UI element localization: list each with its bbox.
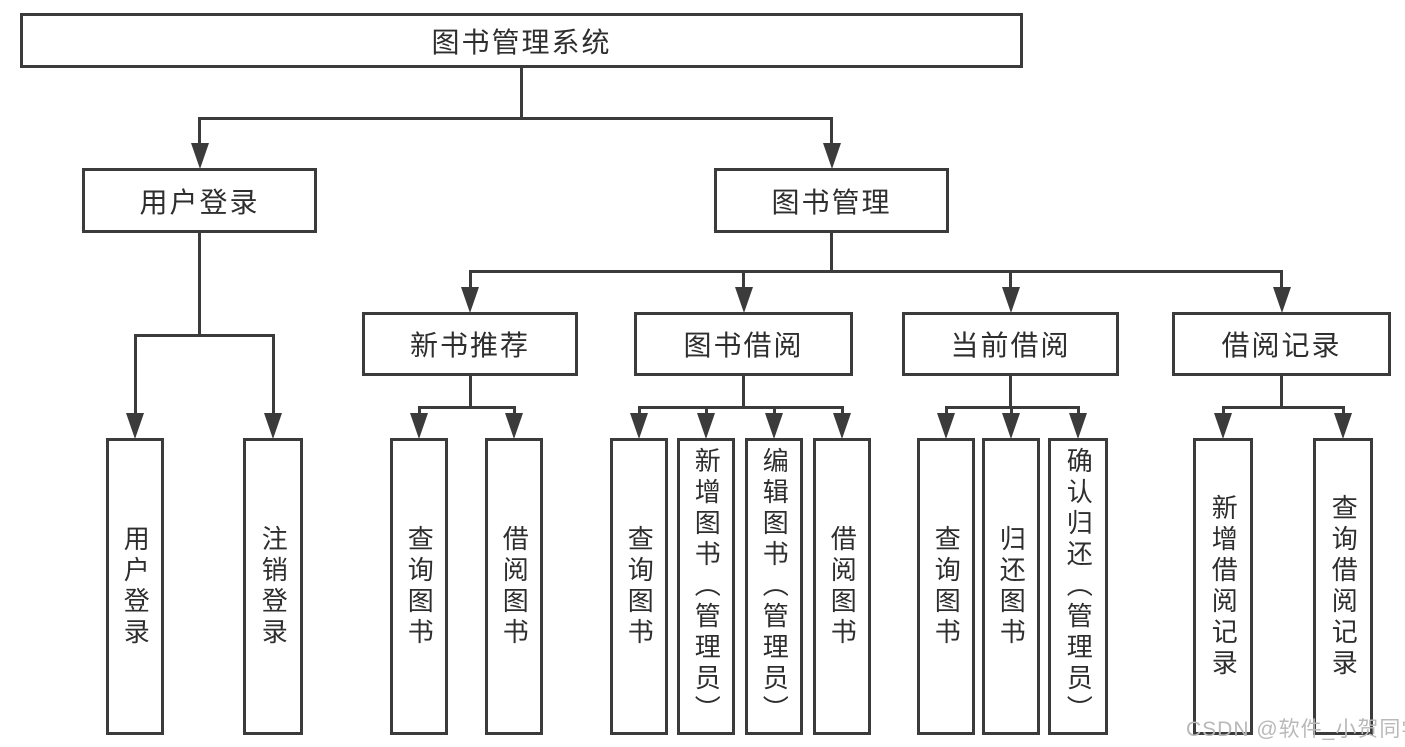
node-edit-book: 编辑图书（管理员） [745, 438, 803, 735]
connector-line [468, 269, 1283, 273]
node-current: 当前借阅 [902, 312, 1119, 376]
node-query-book-3: 查询图书 [917, 438, 975, 735]
node-label: 查询图书 [624, 524, 655, 649]
node-return-book: 归还图书 [982, 438, 1040, 735]
connector-line [1280, 376, 1283, 409]
arrowhead-icon [1002, 413, 1020, 439]
arrowhead-icon [630, 413, 648, 439]
connector-line [830, 233, 833, 273]
node-label: 借阅记录 [1221, 330, 1342, 361]
node-label: 图书管理系统 [431, 26, 612, 58]
node-query-book-2: 查询图书 [610, 438, 668, 735]
arrowhead-icon [1001, 287, 1020, 313]
arrowhead-icon [1069, 413, 1087, 439]
arrowhead-icon [1334, 413, 1352, 439]
node-label: 查询图书 [404, 524, 435, 649]
node-book-borrow: 图书借阅 [634, 312, 853, 376]
node-user-login: 用户登录 [106, 438, 164, 735]
arrowhead-icon [126, 413, 144, 439]
node-borrow-book-1: 借阅图书 [485, 438, 543, 735]
connector-line [133, 335, 137, 432]
node-label: 借阅图书 [827, 524, 858, 649]
node-logout: 注销登录 [243, 438, 303, 735]
arrowhead-icon [410, 413, 428, 439]
arrowhead-icon [1272, 287, 1291, 313]
node-root: 图书管理系统 [20, 13, 1023, 68]
node-label: 查询借阅记录 [1328, 493, 1359, 680]
connector-line [468, 376, 472, 409]
arrowhead-icon [765, 413, 783, 439]
arrowhead-icon [505, 413, 523, 439]
node-login: 用户登录 [82, 168, 317, 233]
node-label: 图书借阅 [683, 330, 804, 361]
node-label: 用户登录 [139, 186, 260, 218]
arrowhead-icon [833, 413, 851, 439]
node-label: 用户登录 [120, 524, 151, 649]
connector-line [637, 405, 844, 409]
arrowhead-icon [822, 143, 841, 169]
connector-line [271, 335, 275, 432]
node-label: 图书管理 [771, 186, 892, 218]
connector-line [1221, 405, 1345, 409]
arrowhead-icon [190, 143, 209, 169]
node-label: 当前借阅 [950, 330, 1071, 361]
node-label: 确认归还（管理员） [1063, 447, 1094, 726]
arrowhead-icon [937, 413, 955, 439]
connector-line [520, 68, 523, 120]
node-add-record: 新增借阅记录 [1193, 438, 1253, 735]
connector-line [944, 405, 1080, 409]
connector-line [133, 333, 275, 337]
connector-line [198, 118, 201, 162]
node-borrow-book-2: 借阅图书 [813, 438, 871, 735]
arrowhead-icon [461, 287, 479, 313]
connector-line [1009, 376, 1012, 409]
arrowhead-icon [1214, 413, 1232, 439]
connector-line [417, 405, 516, 409]
node-new-books: 新书推荐 [362, 312, 578, 376]
node-records: 借阅记录 [1172, 312, 1391, 376]
arrowhead-icon [697, 413, 715, 439]
node-query-book-1: 查询图书 [390, 438, 448, 735]
node-label: 注销登录 [258, 524, 289, 649]
arrowhead-icon [264, 413, 282, 439]
node-label: 新增图书（管理员） [691, 447, 722, 726]
node-label: 编辑图书（管理员） [759, 447, 790, 726]
node-label: 新增借阅记录 [1208, 493, 1239, 680]
node-label: 借阅图书 [499, 524, 530, 649]
node-label: 归还图书 [996, 524, 1027, 649]
node-query-record: 查询借阅记录 [1313, 438, 1373, 735]
node-book-mgmt: 图书管理 [714, 168, 949, 233]
connector-line [198, 233, 201, 337]
connector-line [198, 116, 833, 120]
node-add-book: 新增图书（管理员） [677, 438, 735, 735]
connector-line [830, 118, 833, 162]
node-confirm-return: 确认归还（管理员） [1048, 438, 1108, 735]
node-label: 新书推荐 [409, 330, 530, 361]
connector-line [742, 376, 745, 409]
arrowhead-icon [734, 287, 753, 313]
watermark: CSDN @软件_小贺同学 [1186, 718, 1405, 741]
node-label: 查询图书 [931, 524, 962, 649]
